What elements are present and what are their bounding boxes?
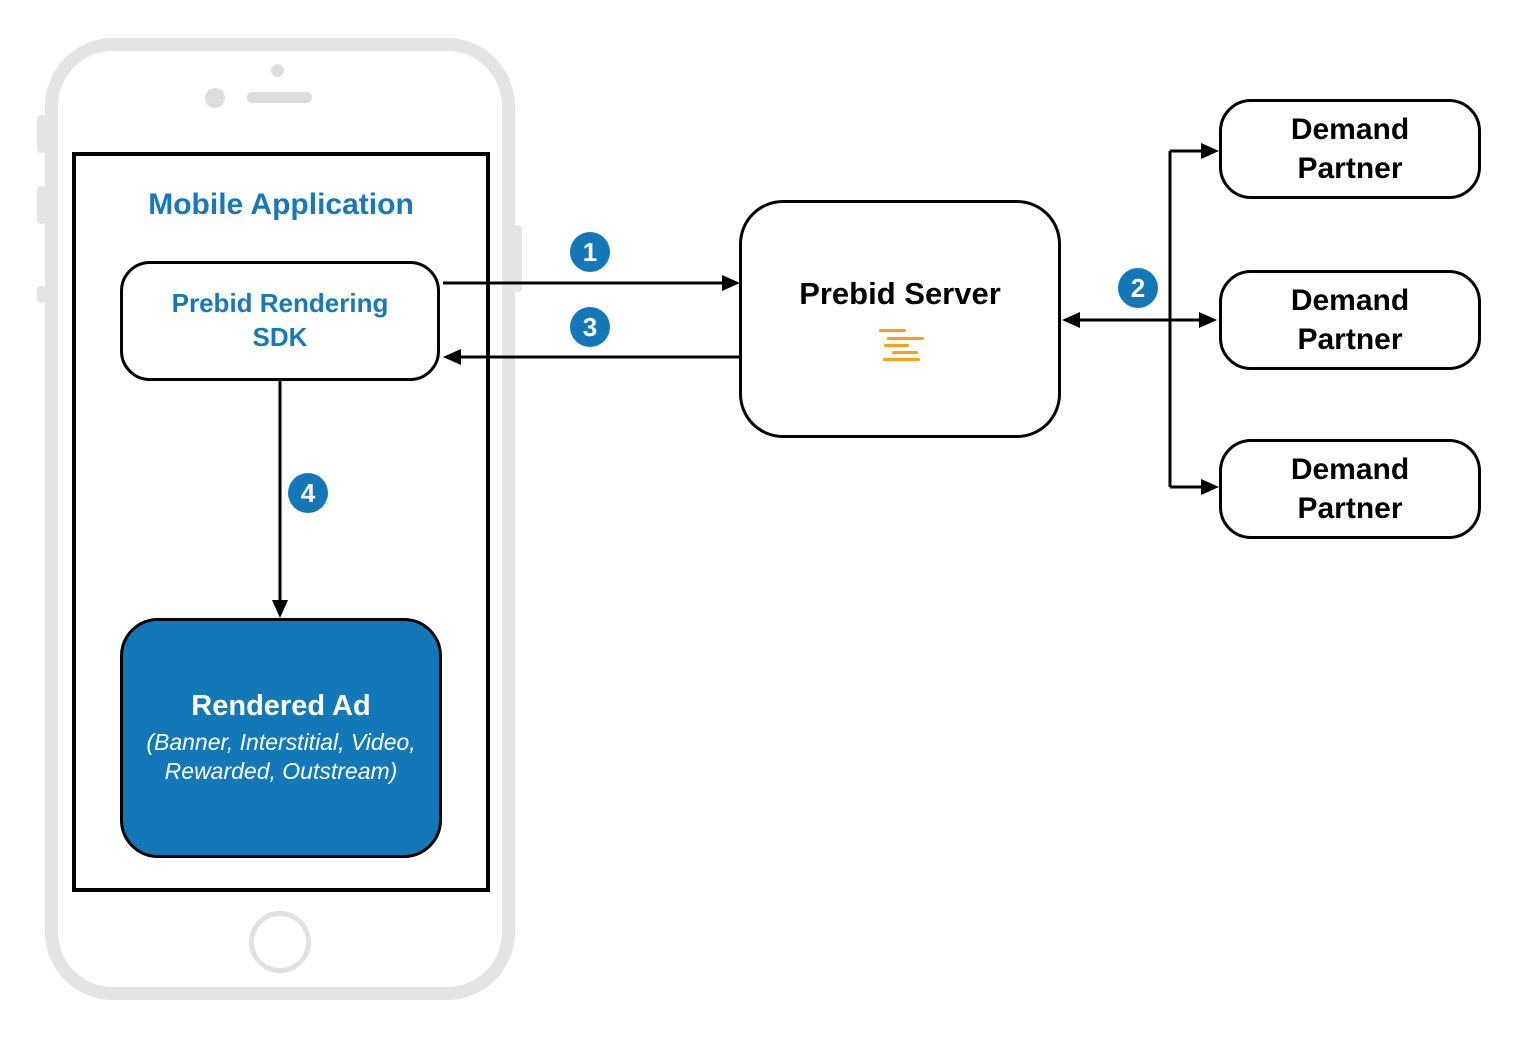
- step-4-badge: 4: [288, 473, 328, 513]
- rendered-ad-subtitle: (Banner, Interstitial, Video, Rewarded, …: [146, 729, 416, 784]
- phone-sensor-dot-icon: [271, 64, 284, 77]
- phone-volume-up-button: [37, 186, 46, 224]
- arrow-1-head-icon: [722, 275, 740, 291]
- demand-partner-node-3: Demand Partner: [1219, 439, 1481, 539]
- prebid-rendering-sdk-node: Prebid Rendering SDK: [120, 261, 440, 381]
- mobile-application-title: Mobile Application: [148, 188, 414, 221]
- demand-partner-label: Demand Partner: [1290, 453, 1410, 525]
- step-3-badge: 3: [570, 307, 610, 347]
- prebid-server-label: Prebid Server: [799, 276, 1001, 311]
- demand-partner-node-1: Demand Partner: [1219, 99, 1481, 199]
- phone-home-button: [249, 911, 311, 973]
- demand-fanout-top-head-icon: [1201, 143, 1219, 159]
- demand-partner-node-2: Demand Partner: [1219, 270, 1481, 370]
- demand-partner-label: Demand Partner: [1290, 284, 1410, 356]
- prebid-server-node: Prebid Server: [739, 200, 1061, 438]
- rendered-ad-title: Rendered Ad: [191, 690, 371, 723]
- demand-partner-label: Demand Partner: [1290, 113, 1410, 185]
- phone-camera-icon: [205, 88, 225, 108]
- step-1-badge: 1: [570, 232, 610, 272]
- phone-mute-switch: [37, 115, 46, 153]
- phone-volume-down-button: [37, 286, 46, 303]
- phone-power-button: [513, 225, 522, 292]
- prebid-rendering-sdk-label: Prebid Rendering SDK: [171, 288, 389, 352]
- arrow-2-head-left-icon: [1062, 312, 1080, 328]
- demand-fanout-bottom-head-icon: [1201, 479, 1219, 495]
- prebid-logo-icon: [875, 328, 925, 362]
- phone-speaker-icon: [247, 92, 312, 103]
- arrow-2-head-right-icon: [1199, 312, 1217, 328]
- rendered-ad-node: Rendered Ad (Banner, Interstitial, Video…: [120, 618, 442, 858]
- step-2-badge: 2: [1118, 268, 1158, 308]
